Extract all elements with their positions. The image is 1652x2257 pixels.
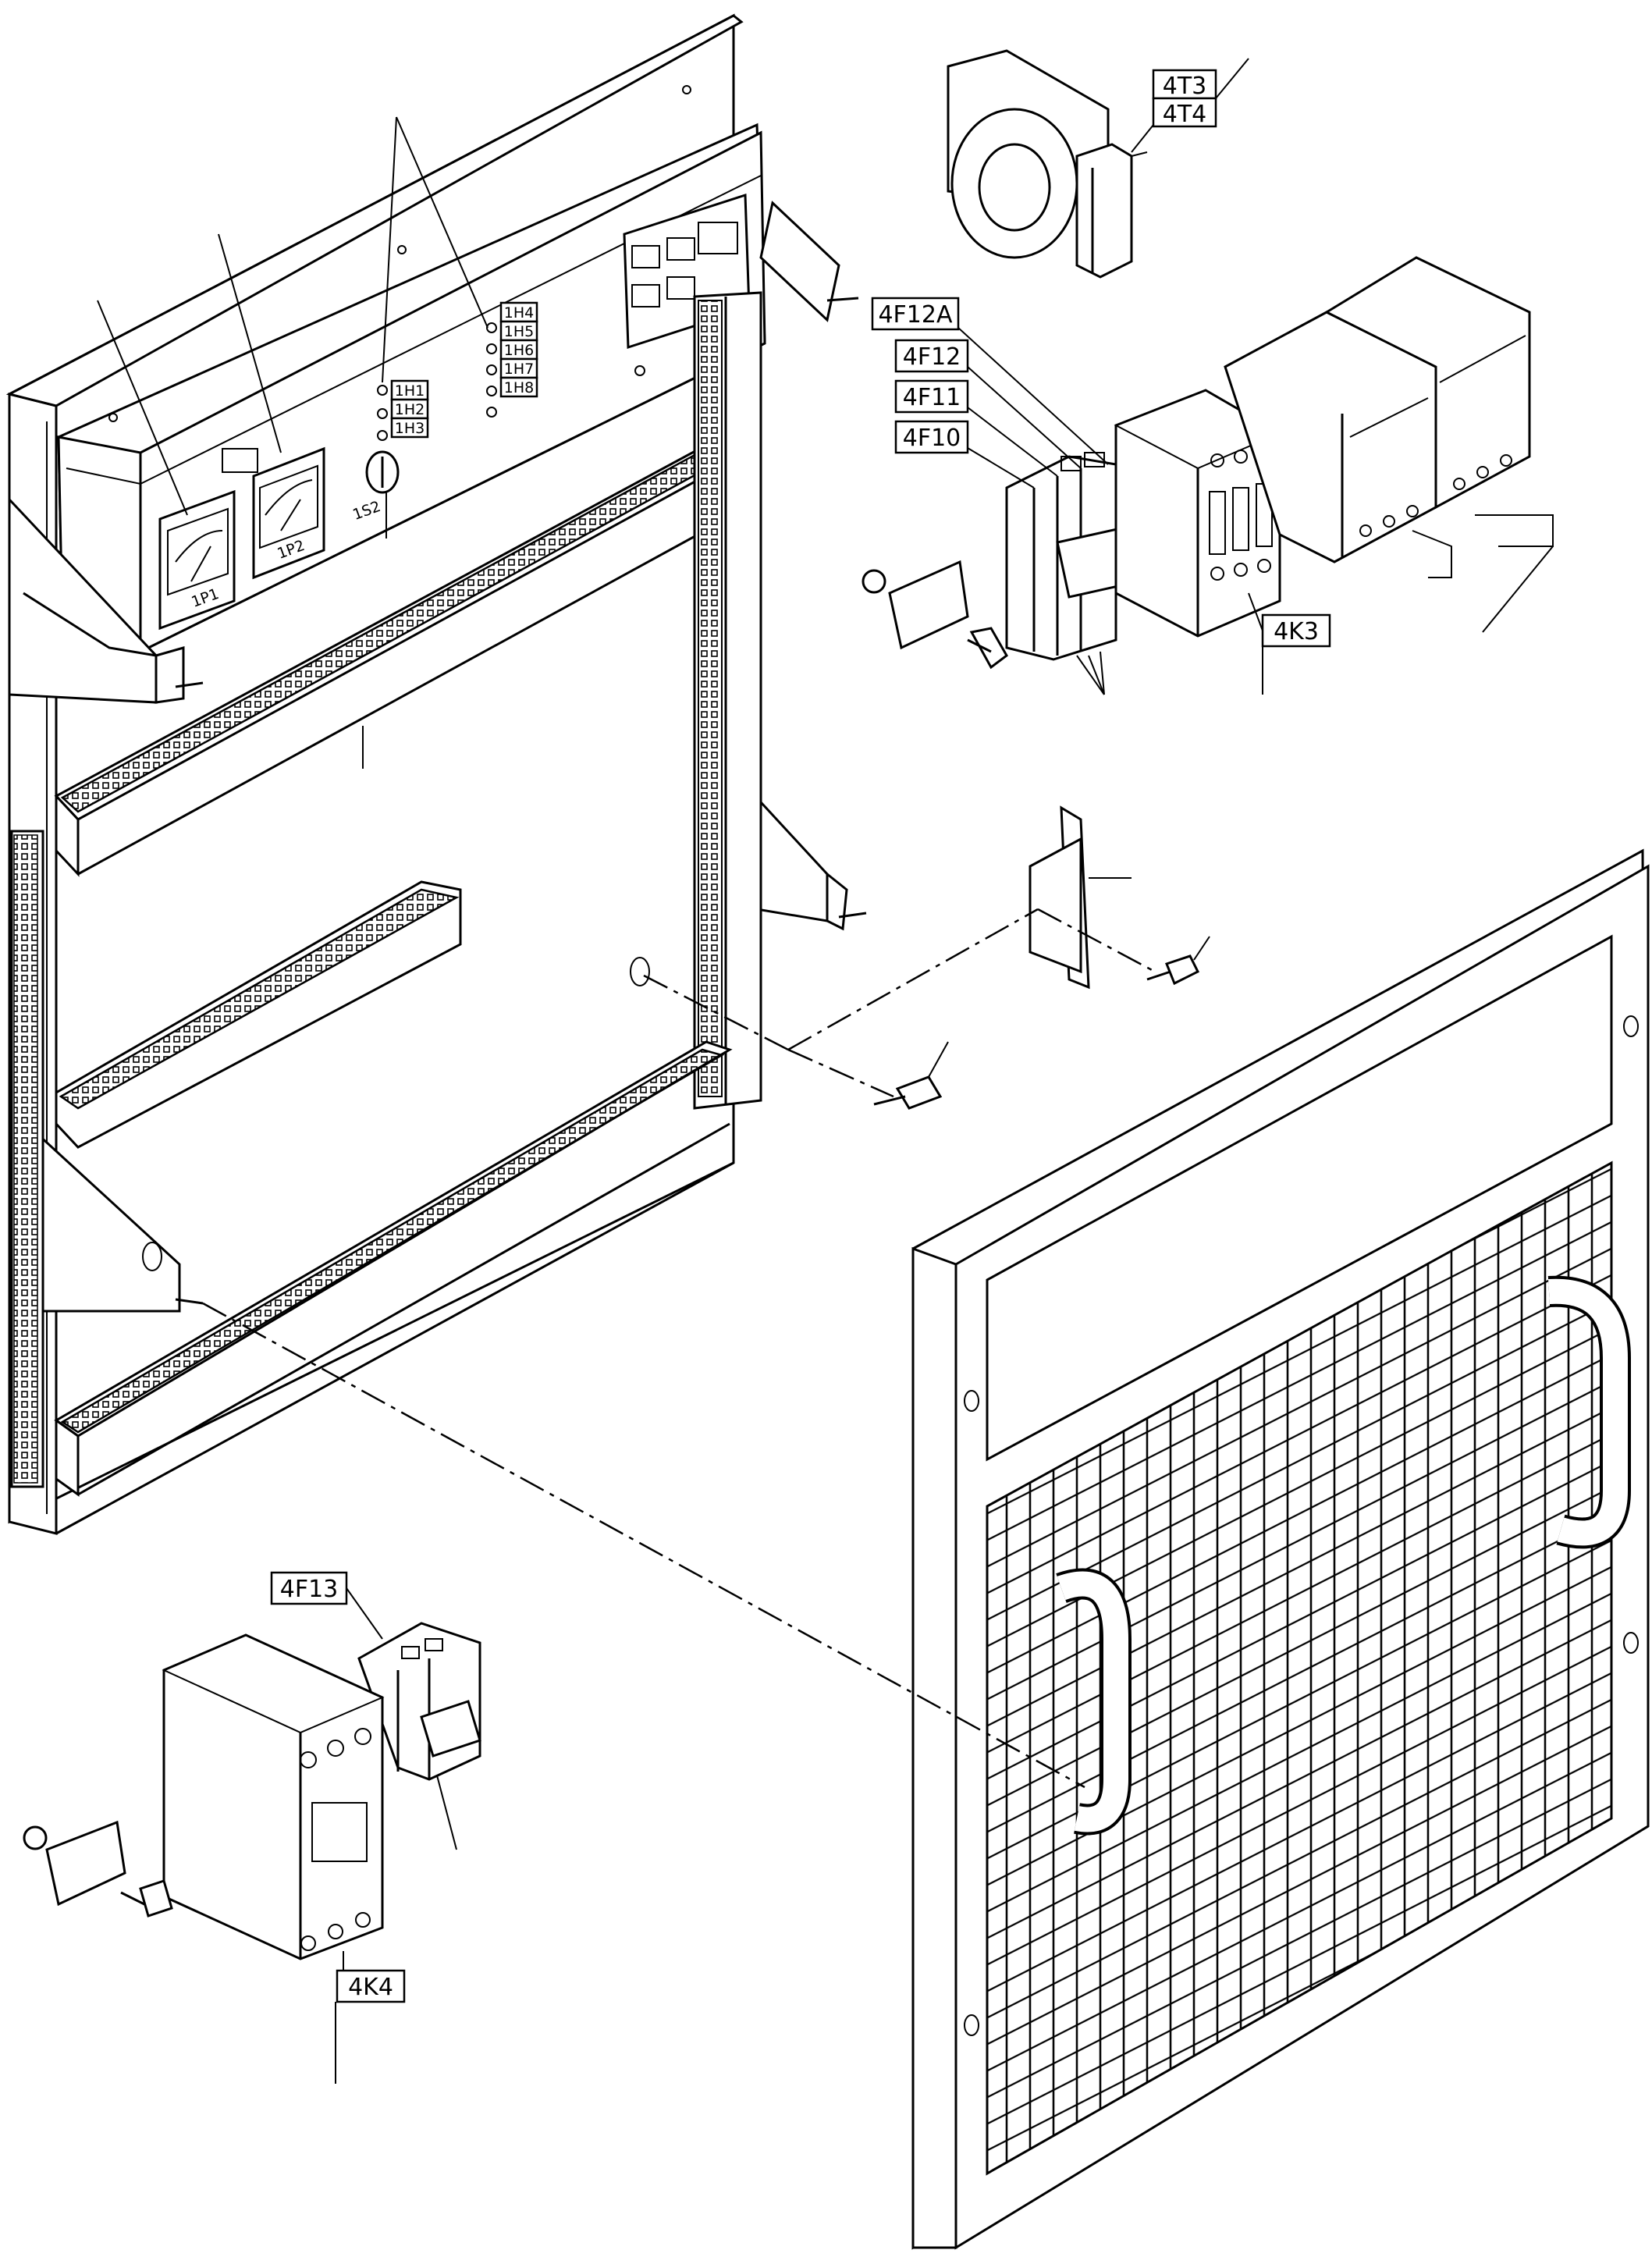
label-1h5: 1H5 [499, 320, 538, 342]
indicator-lamps [377, 322, 497, 441]
voltmeter-1p2 [222, 446, 325, 580]
label-4t3: 4T3 [1152, 69, 1217, 100]
label-4f10: 4F10 [894, 420, 969, 454]
svg-text:4K3: 4K3 [1274, 618, 1319, 645]
label-4k3: 4K3 [1261, 613, 1331, 648]
label-1h2: 1H2 [390, 398, 429, 420]
svg-text:1H2: 1H2 [395, 401, 425, 418]
door-handle-right [1547, 1275, 1631, 1549]
din-rail-clamp-top [862, 560, 1008, 670]
svg-text:4T3: 4T3 [1163, 73, 1207, 100]
wire-duct-bottom [54, 1040, 733, 1497]
panel-leaders [97, 116, 488, 538]
door-handle-left [1056, 1568, 1132, 1836]
wire-duct-top [54, 439, 736, 877]
selector-switch-1s2 [365, 450, 400, 494]
label-4f13: 4F13 [270, 1571, 348, 1605]
svg-text:1H8: 1H8 [504, 379, 534, 396]
svg-text:4T4: 4T4 [1163, 101, 1207, 128]
svg-text:1H3: 1H3 [395, 420, 425, 437]
label-1h3: 1H3 [390, 417, 429, 439]
wire-duct-left [10, 830, 44, 1488]
svg-text:4K4: 4K4 [348, 1974, 393, 2001]
wire-duct-right [693, 291, 762, 1110]
svg-text:1H1: 1H1 [395, 382, 425, 400]
relay-modules [1224, 256, 1554, 633]
grille-door [911, 848, 1650, 2250]
svg-text:4F11: 4F11 [903, 384, 961, 411]
label-4f12: 4F12 [894, 339, 969, 373]
svg-text:1H5: 1H5 [504, 323, 534, 340]
label-4t4: 4T4 [1152, 97, 1217, 128]
label-4k4: 4K4 [336, 1969, 406, 2003]
svg-text:4F12: 4F12 [903, 343, 961, 371]
label-1h8: 1H8 [499, 376, 538, 398]
label-4f11: 4F11 [894, 379, 969, 414]
label-1h1: 1H1 [390, 379, 429, 401]
svg-text:4F10: 4F10 [903, 425, 961, 452]
small-bracket [873, 805, 1210, 1110]
svg-text:4F12A: 4F12A [878, 301, 953, 329]
assembly-lines [202, 908, 1156, 1789]
svg-text:4F13: 4F13 [280, 1576, 339, 1603]
svg-text:1H7: 1H7 [504, 361, 534, 378]
svg-text:1H4: 1H4 [504, 304, 534, 322]
breaker-4f13 [357, 1622, 481, 1850]
svg-text:1H6: 1H6 [504, 342, 534, 359]
current-transformer [947, 49, 1148, 279]
ammeter-1p1 [158, 489, 236, 631]
label-1h7: 1H7 [499, 357, 538, 379]
wire-duct-middle [55, 880, 462, 1149]
label-1h6: 1H6 [499, 339, 538, 361]
label-1h4: 1H4 [499, 301, 538, 323]
contactor-4k3 [1114, 389, 1282, 638]
din-rail-clamp-bottom [23, 1820, 173, 1918]
contactor-4k4 [162, 1633, 385, 1960]
label-4f12a: 4F12A [871, 297, 960, 331]
